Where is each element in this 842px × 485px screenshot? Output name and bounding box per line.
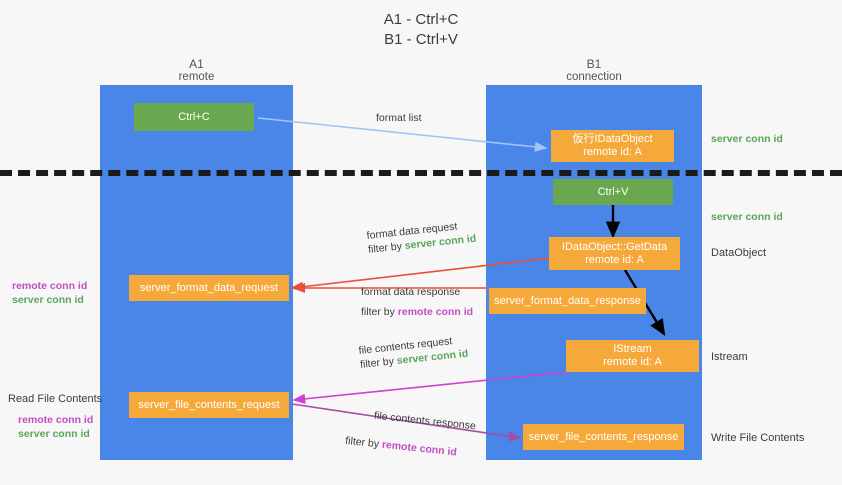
node-istream-line1: IStream [613,343,652,355]
node-ctrl-c[interactable]: Ctrl+C [134,103,254,131]
annotation-remote-conn-id-mid: remote conn id [12,280,88,292]
annotation-server-conn-id-low: server conn id [18,428,90,440]
arrow-format-list [257,117,548,152]
edge-label-format-list-main: format list [376,112,422,124]
node-server-format-data-request[interactable]: server_format_data_request [129,275,289,301]
clipboard-boundary-divider [0,170,842,176]
annotation-write-file-contents: Write File Contents [711,432,805,444]
arrow-file-contents-response [291,403,522,442]
filter-key-2: remote conn id [397,306,474,318]
annotation-remote-conn-id-low: remote conn id [18,414,94,426]
node-idataobject[interactable]: 仮行IDataObject remote id: A [551,130,674,162]
node-server-file-contents-response[interactable]: server_file_contents_response [523,424,684,450]
node-getdata-line2: remote id: A [585,253,644,266]
node-server-format-data-request-label: server_format_data_request [139,281,279,294]
node-idataobject-getdata[interactable]: IDataObject::GetData remote id: A [549,237,680,270]
annotation-read-file-contents: Read File Contents [8,393,103,405]
node-istream-line2: remote id: A [603,356,662,368]
node-getdata-line1: IDataObject::GetData [561,240,668,253]
lane-header-a1: A1 remote [100,58,293,84]
diagram-title: A1 - Ctrl+C B1 - Ctrl+V [0,10,842,50]
edge-label-format-data-response-filter: filter by remote conn id [361,305,473,319]
node-server-file-contents-request-label: server_file_contents_request [138,398,280,411]
filter-prefix-3: filter by [359,355,398,371]
node-idataobject-line2: remote id: A [583,146,642,158]
node-server-format-data-response-label: server_format_data_response [494,294,641,307]
lane-header-b1: B1 connection [486,58,702,84]
filter-prefix-4: filter by [344,434,383,451]
node-ctrl-v[interactable]: Ctrl+V [553,179,673,205]
lane-a1-subtitle: remote [178,71,215,83]
lane-a1-name: A1 [189,57,204,71]
annotation-server-conn-id-top: server conn id [711,133,783,145]
arrow-format-data-request [290,257,551,292]
lane-b1-name: B1 [586,57,602,71]
edge-label-format-data-response: format data response filter by remote co… [361,285,473,319]
filter-prefix-1: filter by [367,240,406,256]
node-server-file-contents-response-label: server_file_contents_response [528,430,679,443]
node-istream[interactable]: IStream remote id: A [566,340,699,372]
filter-prefix-2: filter by [361,306,398,318]
arrow-file-contents-request [292,371,567,404]
title-line-1: A1 - Ctrl+C [383,11,459,28]
annotation-istream: Istream [711,351,748,363]
annotation-server-conn-id-second: server conn id [711,211,783,223]
node-ctrl-c-line1: Ctrl+C [178,110,210,123]
annotation-dataobject: DataObject [711,247,767,259]
title-line-2: B1 - Ctrl+V [384,31,458,48]
edge-label-format-data-response-main: format data response [361,286,461,298]
node-server-format-data-response[interactable]: server_format_data_response [489,288,646,314]
node-idataobject-line1: 仮行IDataObject [572,133,653,145]
node-ctrl-v-line1: Ctrl+V [597,185,629,198]
node-server-file-contents-request[interactable]: server_file_contents_request [129,392,289,418]
annotation-server-conn-id-mid: server conn id [12,294,84,306]
edge-label-format-list: format list [376,111,422,125]
lane-b1-subtitle: connection [566,71,622,83]
